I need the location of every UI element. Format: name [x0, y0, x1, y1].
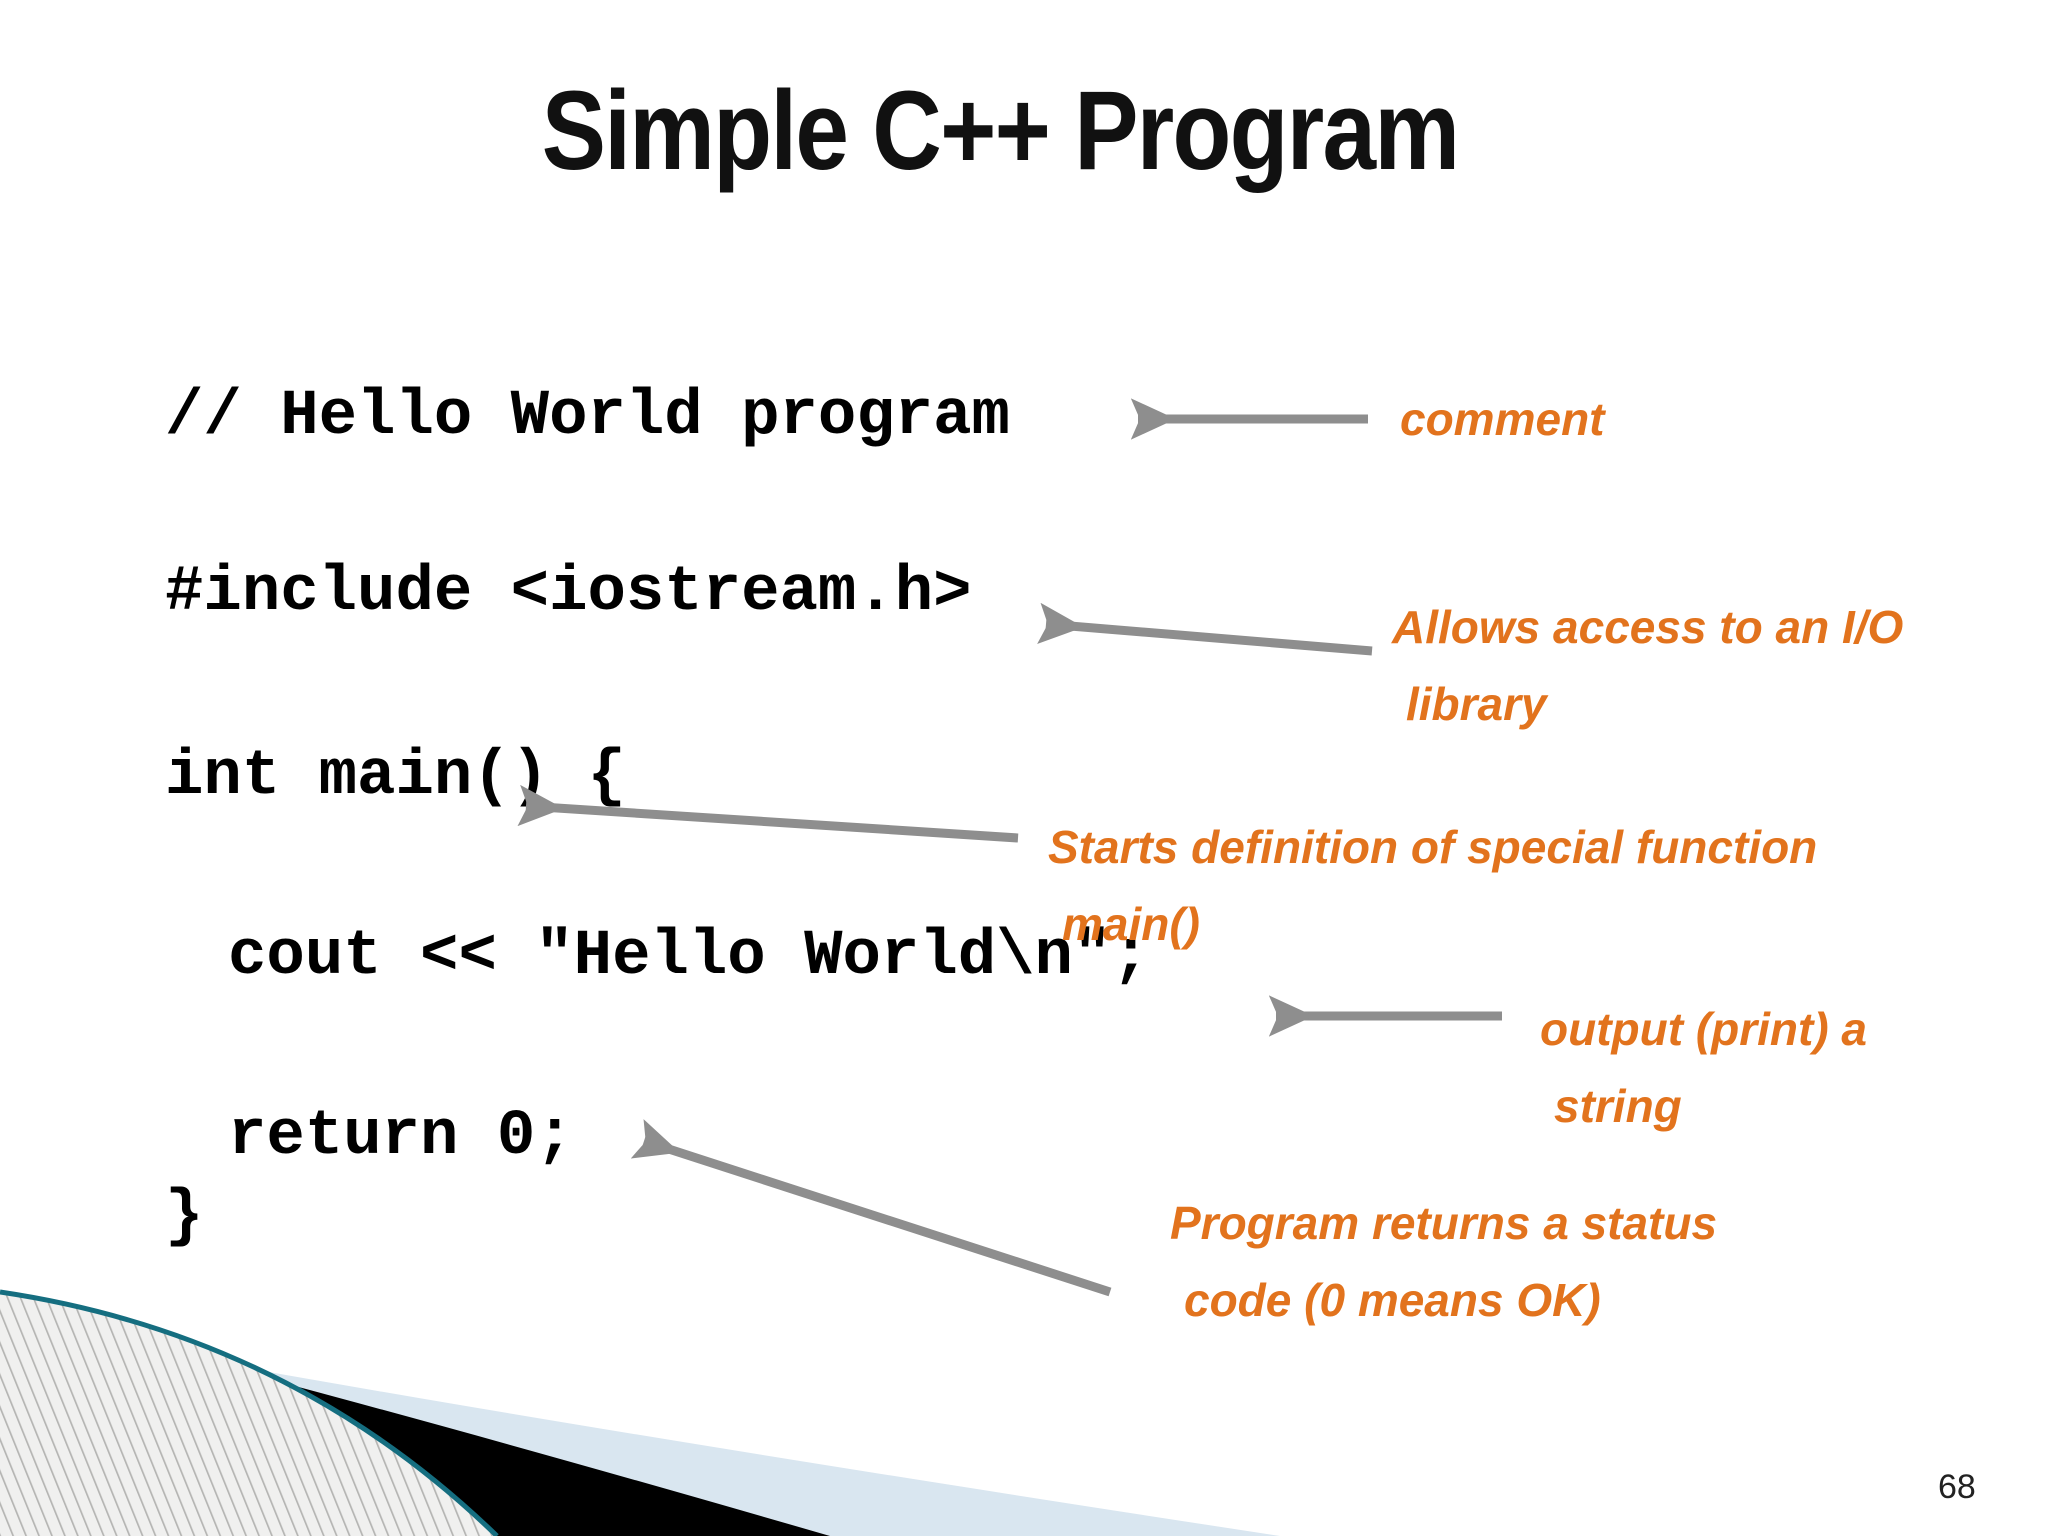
annotation-comment-line: comment: [1400, 393, 1605, 445]
light-blue-wedge: [0, 1336, 1280, 1536]
code-line-include: #include <iostream.h>: [165, 557, 972, 629]
arrow-include: [1037, 602, 1373, 656]
annotation-include-line2: library: [1406, 678, 1547, 730]
code-line-main: int main() {: [165, 741, 626, 813]
annotation-return: Program returns a status code (0 means O…: [1170, 1185, 1717, 1339]
annotation-output: output (print) a string: [1540, 991, 1867, 1145]
annotation-main: Starts definition of special function ma…: [1048, 809, 1817, 963]
code-line-comment: // Hello World program: [165, 381, 1010, 453]
slide-title: Simple C++ Program: [541, 68, 1460, 193]
annotation-include-line1: Allows access to an I/O: [1392, 601, 1904, 653]
code-line-closebrace: }: [165, 1181, 204, 1253]
annotation-return-line2: code (0 means OK): [1184, 1274, 1601, 1326]
arrow-return: [630, 1119, 1112, 1297]
black-swoosh-band: [150, 1348, 830, 1536]
annotation-output-line1: output (print) a: [1540, 1003, 1868, 1055]
code-line-return: return 0;: [228, 1101, 574, 1173]
annotation-return-line1: Program returns a status: [1170, 1197, 1718, 1249]
annotation-main-line1: Starts definition of special function: [1048, 821, 1818, 873]
pinstripe-triangle: [0, 1292, 497, 1536]
annotation-comment: comment: [1400, 381, 1604, 458]
page-number: 68: [1938, 1468, 1976, 1506]
teal-edge-line: [0, 1289, 499, 1536]
code-line-cout: cout << "Hello World\n";: [228, 921, 1150, 993]
annotation-main-line2: main(): [1062, 898, 1200, 950]
annotation-output-line2: string: [1554, 1080, 1682, 1132]
annotation-include: Allows access to an I/O library: [1392, 589, 1903, 743]
